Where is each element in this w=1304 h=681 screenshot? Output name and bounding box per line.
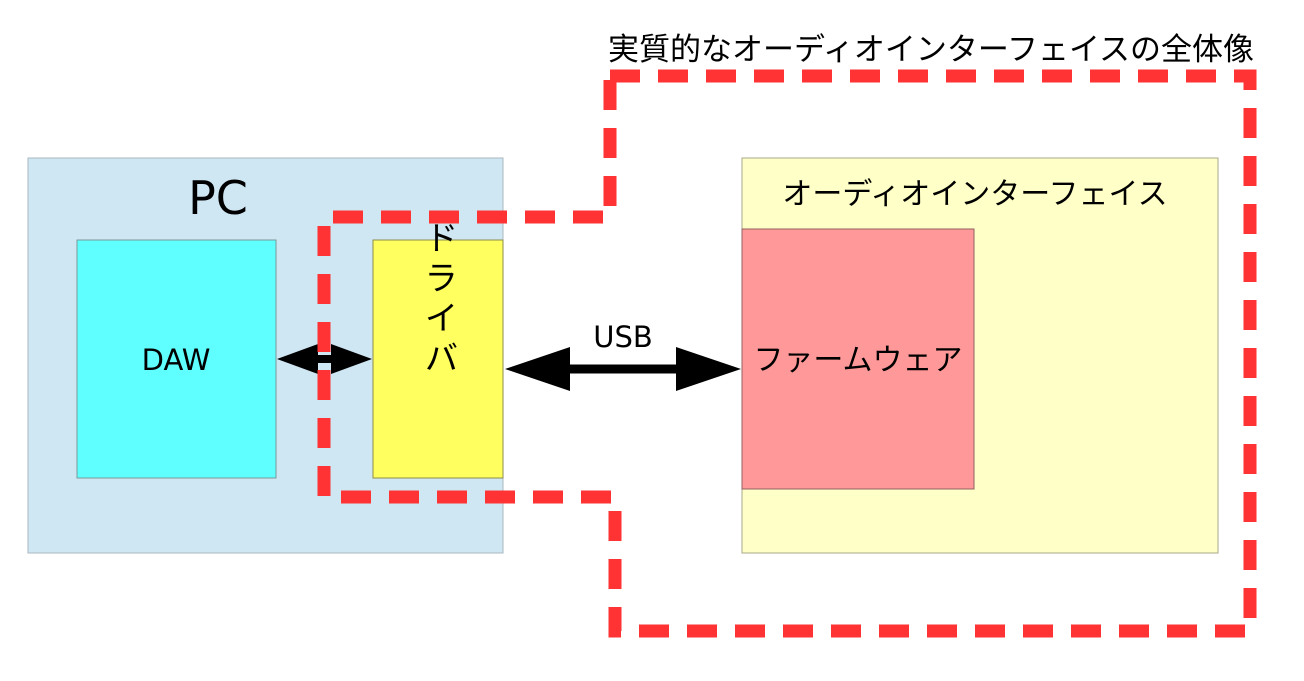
- daw-box: [76, 239, 277, 479]
- firmware-box: [741, 228, 975, 490]
- highlight-region-outline: [317, 69, 1257, 638]
- usb-arrow: [505, 347, 741, 391]
- firmware-label: ファームウェア: [753, 343, 962, 378]
- driver-box: [372, 239, 504, 479]
- daw-label: DAW: [142, 343, 211, 377]
- daw-driver-arrow: [277, 344, 372, 374]
- usb-label: USB: [593, 320, 653, 354]
- audio-interface-label: オーディオインターフェイス: [782, 177, 1167, 212]
- diagram-title: 実質的なオーディオインターフェイスの全体像: [608, 32, 1254, 68]
- driver-label: ドライバ: [418, 220, 458, 380]
- pc-label: PC: [188, 171, 248, 225]
